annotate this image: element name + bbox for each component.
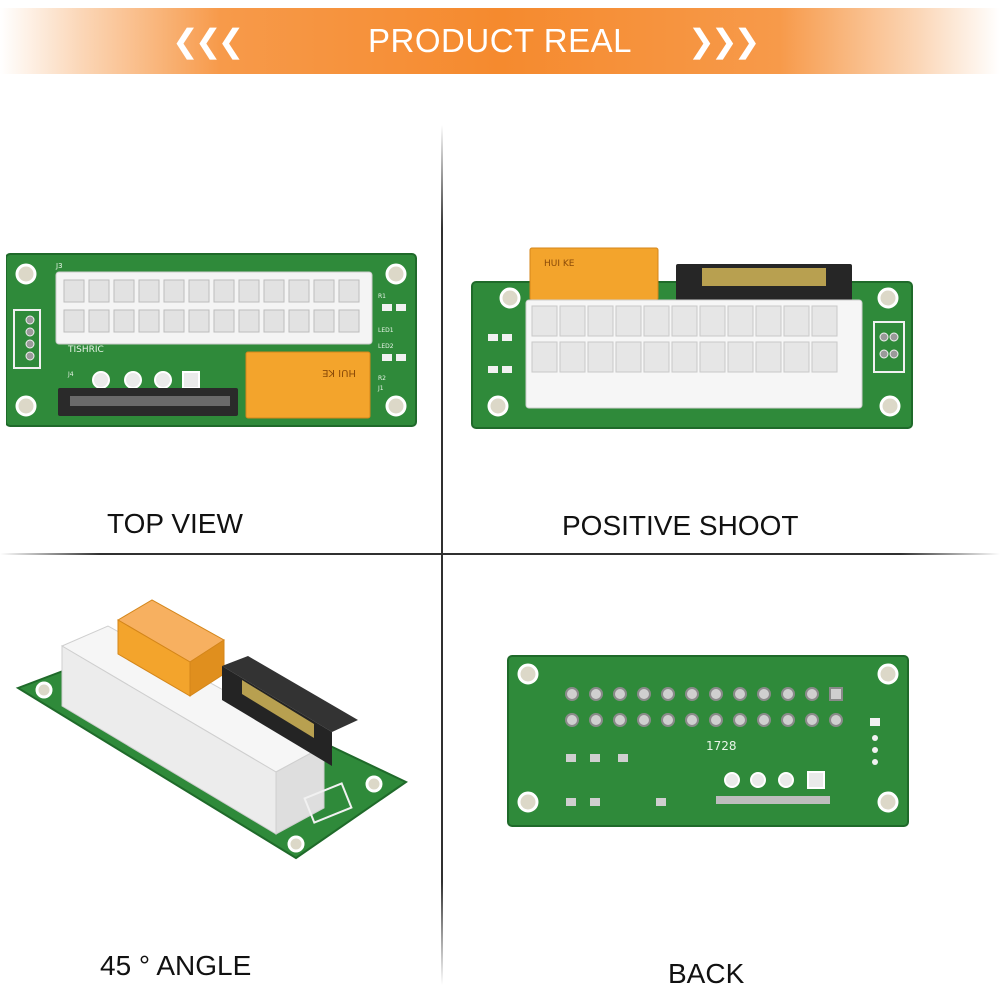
- caption-45-angle: 45 ° ANGLE: [100, 950, 252, 981]
- silkscreen-code: 1728: [706, 739, 737, 753]
- svg-text:HUI KE: HUI KE: [544, 259, 575, 269]
- silkscreen-j4: J4: [67, 371, 74, 378]
- caption-back: BACK: [668, 958, 745, 989]
- header-banner: ❮❮❮ PRODUCT REAL ❯❯❯: [0, 8, 1000, 74]
- silkscreen-led2: LED2: [378, 343, 394, 350]
- chevron-left-icon: ❮❮❮: [172, 23, 244, 59]
- chevron-right-icon: ❯❯❯: [688, 23, 760, 59]
- horizontal-divider: [0, 553, 1000, 555]
- caption-positive-shoot: POSITIVE SHOOT: [562, 510, 799, 541]
- caption-top-view: TOP VIEW: [107, 508, 243, 539]
- relay-label: HUI KE: [322, 367, 356, 378]
- banner-title: PRODUCT REAL: [368, 22, 632, 59]
- vertical-divider: [441, 125, 443, 985]
- silkscreen-brand: TISHRIC: [67, 345, 104, 355]
- silkscreen-r2: R2: [378, 375, 386, 382]
- back-board-image: 1728: [507, 655, 909, 827]
- mounting-holes: [15, 263, 407, 417]
- positive-shoot-board-image: HUI KE: [471, 247, 913, 429]
- silkscreen-j3: J3: [55, 262, 63, 270]
- top-view-board-image: J3 TISHRIC R1 LED1 LED2 R2 J1 J4 HUI KE: [6, 253, 417, 427]
- silkscreen-j1: J1: [377, 385, 384, 392]
- angle-45-board-image: [15, 599, 408, 860]
- silkscreen-led1: LED1: [378, 327, 394, 334]
- silkscreen-r1: R1: [378, 293, 386, 300]
